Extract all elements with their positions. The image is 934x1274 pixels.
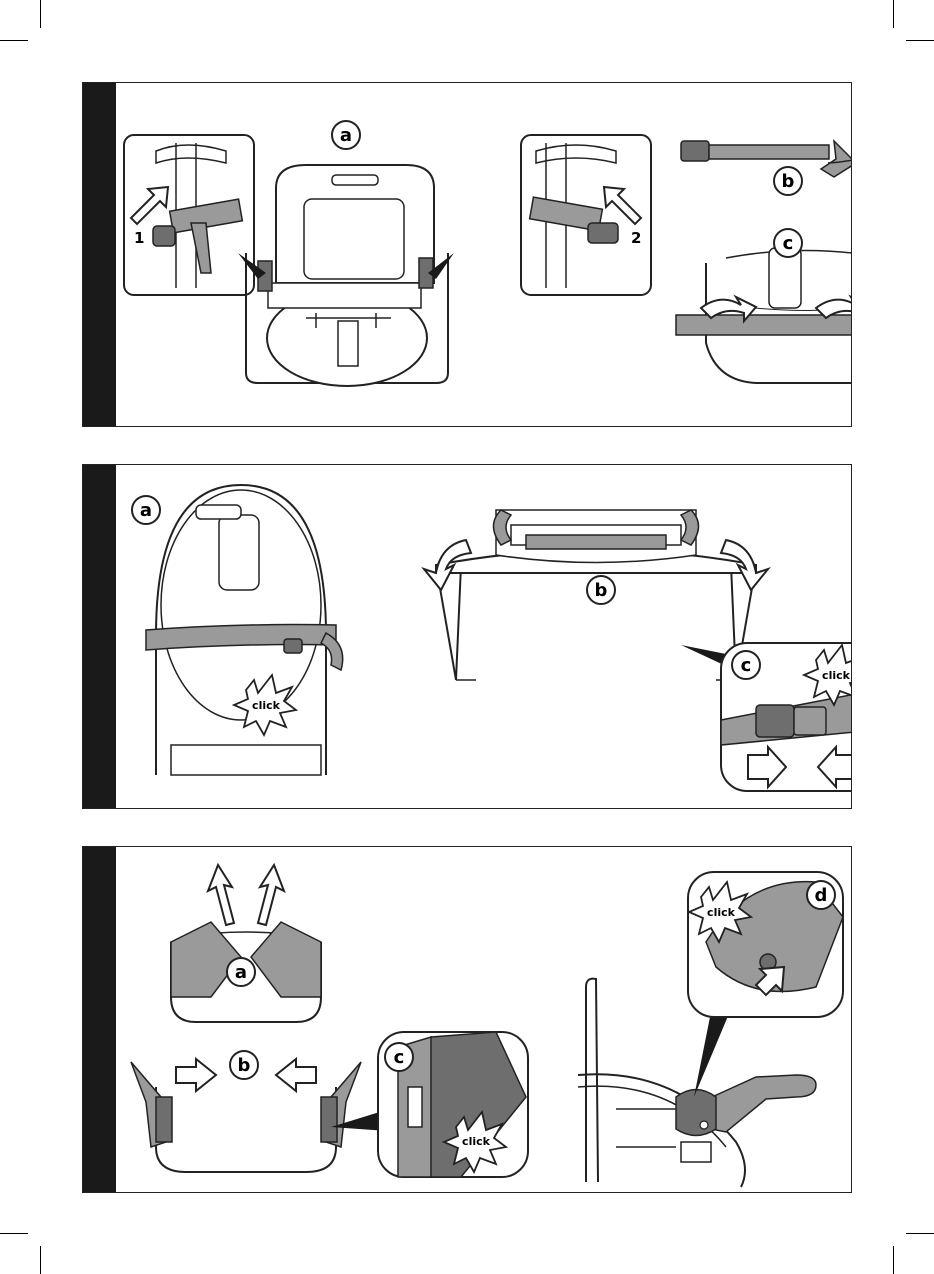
arrow-up-icon <box>208 865 234 925</box>
click-text: click <box>822 669 851 682</box>
loose-strap <box>681 138 852 177</box>
arrow-up-icon <box>258 865 284 925</box>
crop-mark <box>0 1233 28 1234</box>
arrow-left-icon <box>276 1059 316 1091</box>
instruction-panel-1: 1 a 2 <box>82 82 852 427</box>
label-a: a <box>340 125 352 146</box>
crop-mark <box>906 1233 934 1234</box>
click-text: click <box>462 1135 491 1148</box>
panel-2-illustration: click a b click c <box>116 465 852 809</box>
label-c: c <box>394 1047 405 1068</box>
booster-seat <box>238 165 454 386</box>
panel-3-illustration: a b click c <box>116 847 852 1193</box>
label-b: b <box>595 580 608 601</box>
label-a: a <box>140 500 152 521</box>
crop-mark <box>906 40 934 41</box>
crop-mark <box>893 1246 894 1274</box>
crop-mark <box>40 0 41 28</box>
panel-1-illustration: 1 a 2 <box>116 83 852 427</box>
label-c: c <box>783 233 794 254</box>
click-text: click <box>707 906 736 919</box>
step-2-label: 2 <box>631 229 641 247</box>
step-bar <box>83 83 116 426</box>
step-bar <box>83 465 116 808</box>
label-b: b <box>782 171 795 192</box>
crop-mark <box>0 40 28 41</box>
label-b: b <box>238 1055 251 1076</box>
arrow-right-icon <box>176 1059 216 1091</box>
instruction-panel-3: a b click c <box>82 846 852 1193</box>
seat-back-view <box>676 248 852 383</box>
buckle <box>153 226 175 246</box>
crop-mark <box>40 1246 41 1274</box>
instruction-panel-2: click a b click c <box>82 464 852 809</box>
tray-arms-lift <box>171 865 321 1022</box>
label-a: a <box>235 962 247 983</box>
strap <box>526 535 666 549</box>
crop-mark <box>893 0 894 28</box>
step-bar <box>83 847 116 1192</box>
label-d: d <box>815 885 828 906</box>
buckle <box>588 223 618 243</box>
seat-top-view: click <box>146 485 343 775</box>
step-1-label: 1 <box>134 229 144 247</box>
label-c: c <box>741 655 752 676</box>
click-text: click <box>252 699 281 712</box>
